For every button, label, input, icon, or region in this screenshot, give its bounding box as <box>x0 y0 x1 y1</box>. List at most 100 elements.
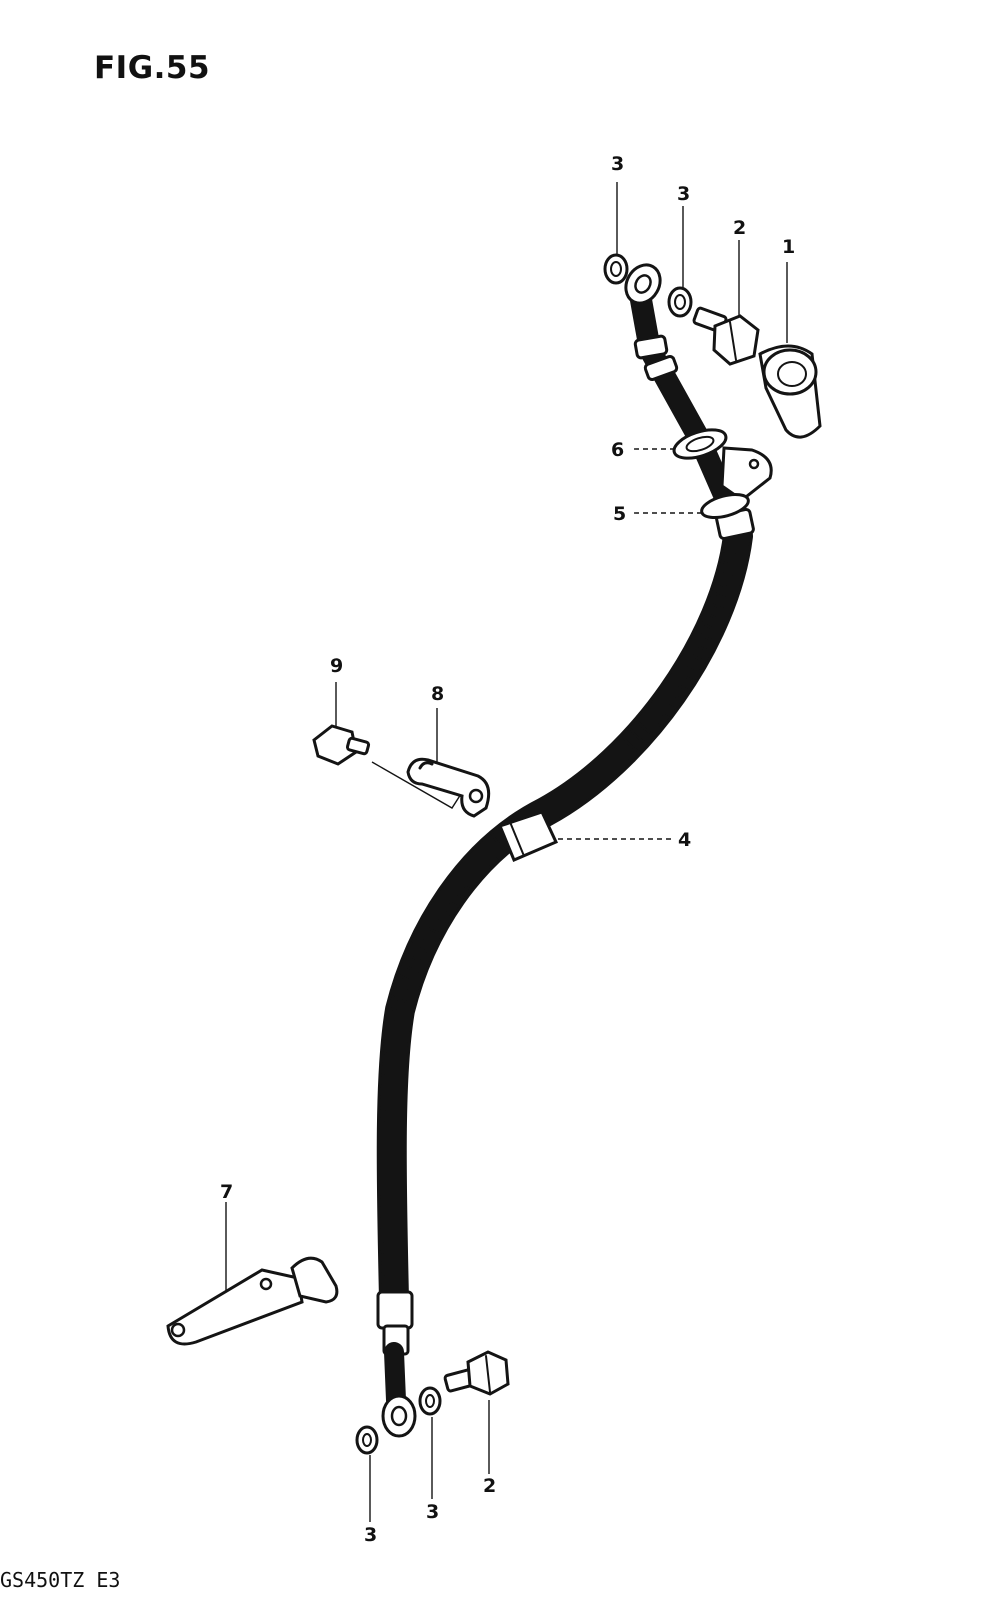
hose-rib <box>381 1039 410 1046</box>
hose-rib <box>377 1150 406 1156</box>
hose-rib <box>719 559 747 568</box>
hose-rib <box>713 579 741 590</box>
hose-rib <box>379 1282 408 1288</box>
hose-rib <box>589 762 610 786</box>
hose-rib <box>377 1161 406 1167</box>
hose-rib <box>400 961 427 974</box>
callout-5-bracket: 5 <box>613 503 626 525</box>
hose-rib <box>702 609 729 622</box>
figure-title: FIG.55 <box>94 50 211 86</box>
hose-rib <box>443 881 467 900</box>
hose-rib <box>457 863 480 883</box>
hose-rib <box>620 733 643 754</box>
hose-rib <box>473 846 495 868</box>
hose-rib <box>378 1227 407 1233</box>
hose-rib <box>661 683 685 702</box>
hose-rib <box>490 831 510 854</box>
hose-rib <box>706 599 734 612</box>
hose-rib <box>377 1194 407 1200</box>
callout-1-cap: 1 <box>782 236 795 258</box>
hose-rib <box>379 1271 408 1277</box>
bracket <box>700 446 773 519</box>
union-bolt-upper <box>692 306 760 366</box>
model-code: GS450TZ E3 <box>0 1568 121 1592</box>
hose-rib <box>409 940 436 955</box>
hose-rib <box>450 872 474 891</box>
callout-3-top-washer: 3 <box>611 153 624 175</box>
hose-rib <box>430 900 456 917</box>
hose-rib <box>436 891 461 908</box>
upper-hose-fitting <box>624 263 755 541</box>
callout-8-clamp: 8 <box>431 683 444 705</box>
hose-rib <box>382 1028 412 1035</box>
hose-rib <box>721 549 750 557</box>
hose-coupling-collar <box>498 810 559 862</box>
hose-rib <box>419 920 445 936</box>
hose-clamp <box>406 757 491 818</box>
hose-rib <box>377 1117 407 1123</box>
hose-rib <box>648 701 672 720</box>
hose-rib <box>378 1084 408 1090</box>
hose-rib <box>404 951 431 964</box>
hose-rib <box>678 656 704 673</box>
callout-4-brake-hose: 4 <box>678 829 691 851</box>
callout-labels: 3 3 2 1 6 5 9 8 4 7 2 3 3 <box>220 153 795 1546</box>
hose-rib <box>627 725 650 746</box>
hose-rib <box>698 619 725 633</box>
hose-rib <box>379 1073 408 1079</box>
hose-rib <box>386 1005 415 1014</box>
hose-rib <box>613 741 635 762</box>
union-bolt-lower <box>443 1350 510 1396</box>
hose-rib <box>377 1183 407 1189</box>
grommet <box>672 428 728 460</box>
hose-rib <box>424 910 450 926</box>
hose-rib <box>378 1249 408 1255</box>
callout-7-hose-guide: 7 <box>220 1181 233 1203</box>
brake-hose <box>376 521 753 1315</box>
hose-rib <box>481 838 502 861</box>
hose-rib <box>683 647 709 663</box>
hose-rib <box>384 1017 413 1025</box>
callout-3-lower-washer: 3 <box>426 1501 439 1523</box>
hose-rib <box>573 776 592 800</box>
hose-rib <box>379 1062 409 1068</box>
hose-rib <box>581 769 601 793</box>
callout-6-grommet: 6 <box>611 439 624 461</box>
washer-upper <box>667 286 693 318</box>
hose-rib <box>377 1128 407 1134</box>
callout-3-upper-washer: 3 <box>677 183 690 205</box>
hose-rib <box>377 1172 406 1178</box>
hose-rib <box>547 793 563 819</box>
clamp-bolt <box>312 724 371 766</box>
hose-rib <box>377 1205 407 1211</box>
hose-rib <box>641 709 665 729</box>
hose-rib <box>556 788 573 813</box>
hose-rib <box>672 665 698 683</box>
hose-rib <box>597 755 618 778</box>
hose-rib <box>635 717 658 737</box>
hose-rib <box>710 589 738 601</box>
hose-rib <box>667 674 692 692</box>
bleeder-cap <box>758 344 822 439</box>
hose-rib <box>379 1260 408 1266</box>
hose-rib <box>716 569 744 579</box>
callout-3-bottom-washer: 3 <box>364 1524 377 1546</box>
washer-lower <box>418 1386 442 1416</box>
hose-rib <box>654 692 679 711</box>
hose-rib <box>688 638 715 653</box>
hose-rib <box>693 628 720 643</box>
hose-rib <box>723 538 752 546</box>
hose-rib <box>389 994 417 1004</box>
hose-rib <box>378 1095 407 1101</box>
hose-rib <box>377 1139 406 1145</box>
washer-bottom <box>355 1425 379 1455</box>
callout-9-bolt: 9 <box>330 655 343 677</box>
washer-top <box>603 253 629 285</box>
hose-rib <box>378 1238 407 1244</box>
hose-rib <box>380 1051 410 1057</box>
hose-rib <box>605 748 627 770</box>
hose-guide <box>166 1256 339 1346</box>
hose-rib <box>413 930 440 945</box>
hose-rib <box>392 983 420 994</box>
